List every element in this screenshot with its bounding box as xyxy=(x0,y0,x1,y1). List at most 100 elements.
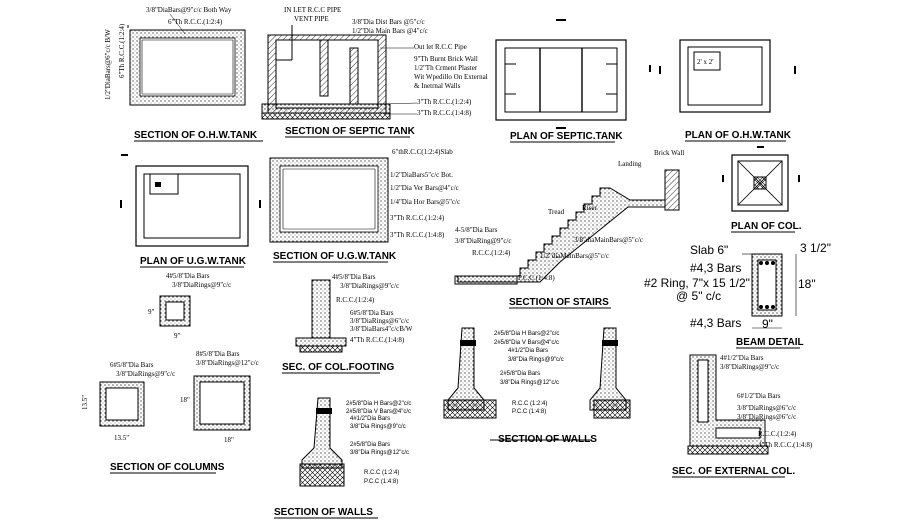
walls-b-l4: 3/8"Dia Rings@9"c/c xyxy=(350,424,406,430)
footing-rings-2: 3/8"DiaRings@6"c/c xyxy=(350,317,409,325)
septic-tank-section: IN LET R.C.C PIPE VENT PIPE 3/8"Dia Dist… xyxy=(261,6,488,138)
septic-plaster: 1/2"Th Crment Plaster xyxy=(414,64,478,72)
column-footing-section: 4#5/8"Dia Bars 3/8"DiaRings@9"c/c R.C.C.… xyxy=(282,273,413,374)
ugw-tank-plan: PLAN OF U.G.W.TANK xyxy=(120,154,261,268)
septic-rcc-2: 3"Th R.C.C.(1:4:8) xyxy=(417,109,472,117)
ohw-side-1: 1/2"DiaBars@6"c/c B/W xyxy=(104,29,112,100)
beam-ring-2: @ 5" c/c xyxy=(676,289,721,303)
beam-dim-top: 3 1/2" xyxy=(800,241,831,255)
stairs-riser: Riser xyxy=(582,204,597,212)
ugw-slab: 6"thR.C.C(1:2:4)Slab xyxy=(392,148,453,156)
column-c-rings: 3/8"DiaRings@12"c/c xyxy=(196,359,259,367)
septic-vent: VENT PIPE xyxy=(294,15,329,23)
ugw-bot: 1/2"DiaBars5"c/c Bot. xyxy=(390,171,453,179)
column-c-dim-v: 18" xyxy=(180,396,190,404)
beam-dim-w: 9" xyxy=(762,317,773,331)
column-b-rings: 3/8"DiaRings@9"c/c xyxy=(116,370,175,378)
ext-col-rcc: R.C.C.(1:2:4) xyxy=(758,430,797,438)
ugw-rcc-1: 3"Th R.C.C.(1:2:4) xyxy=(390,214,445,222)
stairs-rcc: R.C.C.(1:2:4) xyxy=(472,249,511,257)
walls-c-l5: 2#5/8"Dia Bars xyxy=(500,371,540,377)
septic-dist-bars: 3/8"Dia Dist Bars @5"c/c xyxy=(352,18,425,26)
stairs-tread: Tread xyxy=(548,208,565,216)
column-b-dim-v: 13.5" xyxy=(81,395,89,410)
septic-wpd: Wit Wpedillo On External xyxy=(414,73,488,81)
column-a-dim-v: 9" xyxy=(148,308,155,316)
ext-col-bars-3: 3/8"DiaRings@6"c/c xyxy=(737,413,796,421)
column-a-dim-h: 9" xyxy=(174,332,181,340)
beam-bars-bot: #4,3 Bars xyxy=(690,316,741,330)
walls-c-l2: 2#5/8"Dia V Bars@4"c/c xyxy=(494,340,559,346)
ugw-rcc-2: 3"Th R.C.C.(1:4:8) xyxy=(390,231,445,239)
walls-center-title: SECTION OF WALLS xyxy=(498,434,597,445)
septic-main-bars: 1/2"Dia Main Bars @4"c/c xyxy=(352,27,428,35)
ohw-plan-title: PLAN OF O.H.W.TANK xyxy=(685,130,792,141)
walls-c-l4: 3/8"Dia Rings@9"c/c xyxy=(508,357,564,363)
column-c-dim-h: 18" xyxy=(224,436,234,444)
septic-wpd-2: & Inetrnal Walls xyxy=(414,82,461,90)
stairs-main-bars: 3/8"diaMainBars@5"c/c xyxy=(574,236,643,244)
footing-bars-2: 6#5/8"Dia Bars xyxy=(350,309,394,317)
walls-b-l6: 3/8"Dia Rings@12"c/c xyxy=(350,450,409,456)
footing-bars-3: 3/8"DiaBars4"c/cB/W xyxy=(350,325,413,333)
ext-col-rcc-2: 4"Th R.C.C.(1:4:8) xyxy=(758,441,813,449)
ohw-rcc-top: 6"Th R.C.C.(1:2:4) xyxy=(168,18,223,26)
stairs-dia-bars: 4-5/8"Dia Bars xyxy=(455,226,498,234)
walls-c-rcc: R.C.C (1:2:4) xyxy=(512,401,547,407)
ohw-section-title: SECTION OF O.H.W.TANK xyxy=(134,130,258,141)
footing-bars: 4#5/8"Dia Bars xyxy=(332,273,376,281)
ohw-bars-top: 3/8"DiaBars@9"c/c Both Way xyxy=(146,6,232,14)
ext-col-bars-2: 6#1/2"Dia Bars xyxy=(737,392,781,400)
beam-title: BEAM DETAIL xyxy=(736,337,804,348)
septic-plan-title: PLAN OF SEPTIC.TANK xyxy=(510,131,623,142)
footing-rcc-2: 4"Th R.C.C.(1:4:8) xyxy=(350,336,405,344)
septic-tank-plan: PLAN OF SEPTIC.TANK xyxy=(495,19,651,143)
ugw-ver: 1/2"Dia Ver Bars@4"c/c xyxy=(390,184,459,192)
septic-rcc-1: 3"Th R.C.C.(1:2:4) xyxy=(417,98,472,106)
footing-title: SEC. OF COL.FOOTING xyxy=(282,362,394,373)
walls-b-l3: 4#1/2"Dia Bars xyxy=(350,416,390,422)
column-c-bars: 8#5/8"Dia Bars xyxy=(196,350,240,358)
column-a-bars: 4#5/8"Dia Bars xyxy=(166,272,210,280)
beam-bars-top: #4,3 Bars xyxy=(690,261,741,275)
walls-b-rcc: R.C.C (1:2:4) xyxy=(364,470,399,476)
walls-section-bottom: 2#5/8"Dia H Bars@2"c/c 2#5/8"Dia V Bars@… xyxy=(274,397,411,519)
walls-bottom-title: SECTION OF WALLS xyxy=(274,507,373,518)
stairs-section: Brick Wall Landing Riser Tread 4-5/8"Dia… xyxy=(454,149,684,309)
ext-col-bars: 4#1/2"Dia Bars xyxy=(720,354,764,362)
walls-c-l1: 2#5/8"Dia H Bars@2"c/c xyxy=(494,331,559,337)
column-a-rings: 3/8"DiaRings@9"c/c xyxy=(172,281,231,289)
column-plan-title: PLAN OF COL. xyxy=(731,221,802,232)
stairs-main-bars-2: 1/2"diaMainBars@5"c/c xyxy=(540,252,609,260)
ohw-tank-plan: 2' x 2' PLAN OF O.H.W.TANK xyxy=(659,39,796,142)
walls-section-center: 2#5/8"Dia H Bars@2"c/c 2#5/8"Dia V Bars@… xyxy=(443,327,631,445)
walls-b-l1: 2#5/8"Dia H Bars@2"c/c xyxy=(346,401,411,407)
column-b-dim-h: 13.5" xyxy=(114,434,129,442)
external-column-section: 4#1/2"Dia Bars 3/8"DiaRings@9"c/c 6#1/2"… xyxy=(672,354,813,478)
septic-outlet: Out let R.C.C Pipe xyxy=(414,43,467,51)
beam-dim-h: 18" xyxy=(798,277,816,291)
ugw-plan-title: PLAN OF U.G.W.TANK xyxy=(140,256,247,267)
ugw-section-title: SECTION OF U.G.W.TANK xyxy=(273,251,397,262)
walls-b-l5: 2#5/8"Dia Bars xyxy=(350,442,390,448)
ext-col-rings: 3/8"DiaRings@9"c/c xyxy=(720,363,779,371)
septic-brick: 9"Th Burnt Brick Wall xyxy=(414,55,478,63)
stairs-pcc: P.C.C.(1:4:8) xyxy=(518,274,555,282)
stairs-rings: 3/8"DiaRing@9"c/c xyxy=(455,237,512,245)
beam-detail: Slab 6" 3 1/2" #4,3 Bars #2 Ring, 7"x 15… xyxy=(644,241,831,349)
walls-b-pcc: P.C.C (1:4:8) xyxy=(364,479,398,485)
ohw-side-2: 6"Th R.C.C.(1:2:4) xyxy=(118,23,126,78)
septic-inlet: IN LET R.C.C PIPE xyxy=(284,6,341,14)
ext-col-title: SEC. OF EXTERNAL COL. xyxy=(672,466,795,477)
septic-section-title: SECTION OF SEPTIC TANK xyxy=(285,126,416,137)
walls-b-l2: 2#5/8"Dia V Bars@4"c/c xyxy=(346,409,411,415)
column-b-bars: 6#5/8"Dia Bars xyxy=(110,361,154,369)
walls-c-l6: 3/8"Dia Rings@12"c/c xyxy=(500,380,559,386)
ugw-tank-section: 6"thR.C.C(1:2:4)Slab 1/2"DiaBars5"c/c Bo… xyxy=(269,148,460,263)
footing-rcc: R.C.C.(1:2:4) xyxy=(336,296,375,304)
columns-title: SECTION OF COLUMNS xyxy=(110,462,225,473)
footing-rings: 3/8"DiaRings@9"c/c xyxy=(340,282,399,290)
ohw-tank-section: 3/8"DiaBars@9"c/c Both Way 6"Th R.C.C.(1… xyxy=(104,6,263,142)
stairs-title: SECTION OF STAIRS xyxy=(509,297,609,308)
